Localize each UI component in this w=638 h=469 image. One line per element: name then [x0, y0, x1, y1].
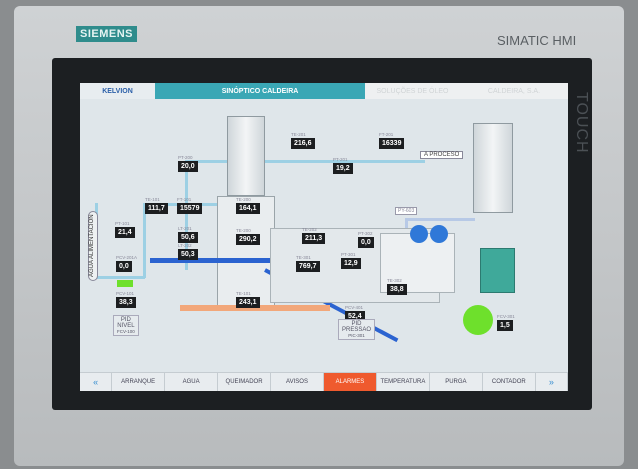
header-info-2: CALDEIRA, S.A.: [460, 83, 568, 99]
tag-label: LT-202: [178, 243, 192, 248]
value-display: 38,8: [387, 284, 407, 295]
steam-column: [227, 116, 265, 196]
tag-label: TE-200: [236, 197, 251, 202]
nav-button-prev[interactable]: «: [80, 373, 113, 391]
tag-label: PT-200: [178, 155, 193, 160]
nav-button-contador[interactable]: CONTADOR: [483, 373, 536, 391]
company-logo: KELVION: [80, 83, 155, 99]
py-label: PY-603: [395, 207, 418, 215]
platform: [150, 258, 310, 263]
tag-label: PT-101: [115, 221, 130, 226]
tag-label: PT-201: [333, 157, 348, 162]
page-title: SINÓPTICO CALDEIRA: [155, 83, 365, 99]
nav-button-purga[interactable]: PURGA: [430, 373, 483, 391]
feed-water-label: AGUA ALIMENTACION: [88, 211, 98, 281]
tag-label: TE-101: [236, 291, 251, 296]
value-display: 216,6: [291, 138, 315, 149]
value-display: 52,4: [345, 311, 365, 322]
tag-label: TE-302: [387, 278, 402, 283]
touch-label: TOUCH: [573, 92, 590, 154]
model-label: SIMATIC HMI: [497, 33, 577, 48]
value-display: 20,0: [178, 161, 198, 172]
nav-button-temperatura[interactable]: TEMPERATURA: [377, 373, 430, 391]
nav-button-avisos[interactable]: AVISOS: [271, 373, 324, 391]
value-display: 16339: [379, 138, 405, 149]
tag-label: TE-101: [145, 197, 160, 202]
tag-label: PCV-201A: [116, 255, 138, 260]
header-bar: KELVION SINÓPTICO CALDEIRA SOLUÇÕES DE Ó…: [80, 83, 568, 99]
tag-label: PCV-401: [345, 305, 364, 310]
foundation: [180, 305, 330, 311]
value-display: 0,0: [116, 261, 132, 272]
tag-label: FT-201: [379, 132, 394, 137]
value-display: 1,5: [497, 320, 513, 331]
nav-button-agua[interactable]: AGUA: [165, 373, 219, 391]
tag-label: TE-201: [291, 132, 306, 137]
nav-button-arranque[interactable]: ARRANQUE: [112, 373, 166, 391]
value-display: 50,3: [178, 249, 198, 260]
value-display: 19,2: [333, 163, 353, 174]
value-display: 0,0: [358, 237, 374, 248]
burner-duct: [380, 233, 455, 293]
blower-icon: [463, 305, 493, 335]
level-status: [117, 280, 133, 287]
stack: [473, 123, 513, 213]
tag-label: PT-302: [358, 231, 373, 236]
nav-button-next[interactable]: »: [536, 373, 568, 391]
process-label: A PROCESO: [420, 151, 464, 159]
tag-label: PCV-101: [116, 291, 135, 296]
tag-label: LT-201: [178, 226, 192, 231]
value-display: 15579: [177, 203, 203, 214]
value-display: 243,1: [236, 297, 260, 308]
tag-label: TE-200: [236, 228, 251, 233]
tag-label: PT-301: [341, 252, 356, 257]
nav-button-queimador[interactable]: QUEIMADOR: [218, 373, 272, 391]
tag-label: TE-202: [302, 227, 317, 232]
pump-icon: [430, 225, 448, 243]
value-display: 111,7: [145, 203, 168, 214]
value-display: 769,7: [296, 261, 320, 272]
header-info-1: SOLUÇÕES DE ÓLEO: [365, 83, 460, 99]
tag-label: FT-101: [177, 197, 192, 202]
nav-button-alarmes[interactable]: ALARMES: [323, 373, 377, 391]
pump-icon: [410, 225, 428, 243]
tag-label: FCV-301: [497, 314, 515, 319]
value-display: 164,1: [236, 203, 260, 214]
value-display: 38,3: [116, 297, 136, 308]
value-display: 290,2: [236, 234, 260, 245]
value-display: 211,3: [302, 233, 326, 244]
fan-motor: [480, 248, 515, 293]
value-display: 50,6: [178, 232, 198, 243]
value-display: 12,9: [341, 258, 361, 269]
brand-logo: SIEMENS: [76, 26, 138, 42]
hmi-screen: KELVION SINÓPTICO CALDEIRA SOLUÇÕES DE Ó…: [80, 83, 568, 391]
tag-label: TE-301: [296, 255, 311, 260]
value-display: 21,4: [115, 227, 135, 238]
